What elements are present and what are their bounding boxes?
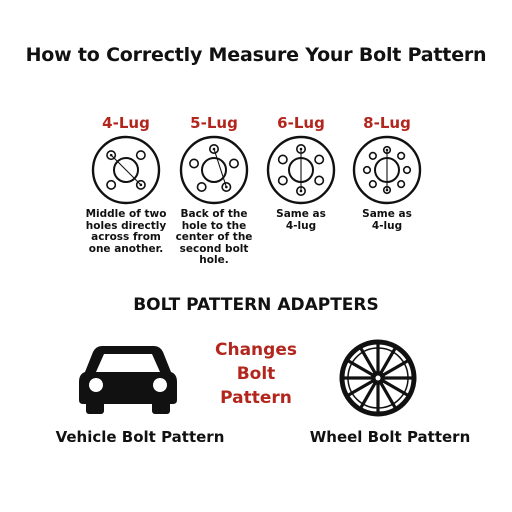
wheel-spoke bbox=[382, 379, 410, 397]
six-lug-diagram bbox=[266, 135, 336, 205]
bolt-hole bbox=[277, 154, 288, 165]
wagon-wheel-icon bbox=[339, 339, 417, 417]
wheel-spoke bbox=[382, 359, 410, 377]
wheel-spoke bbox=[379, 382, 397, 410]
bolt-hole bbox=[397, 180, 406, 189]
lug-label-4: 4-Lug bbox=[102, 114, 150, 132]
lug-label-5: 5-Lug bbox=[190, 114, 238, 132]
wheel-spoke bbox=[379, 346, 397, 374]
wheel-spoke bbox=[359, 382, 377, 410]
four-lug-diagram bbox=[91, 135, 161, 205]
center-bore bbox=[113, 157, 139, 183]
center-bore bbox=[201, 157, 227, 183]
bolt-hole bbox=[368, 151, 377, 160]
lug-label-6: 6-Lug bbox=[277, 114, 325, 132]
wheel-spoke bbox=[346, 359, 374, 377]
wheel-spoke bbox=[346, 379, 374, 397]
lug-label-8: 8-Lug bbox=[363, 114, 411, 132]
caption-5-lug: Back of the hole to the center of the se… bbox=[175, 208, 253, 266]
page-title: How to Correctly Measure Your Bolt Patte… bbox=[25, 44, 487, 66]
measure-line bbox=[213, 148, 227, 188]
measure-dot bbox=[212, 147, 216, 151]
bolt-hole bbox=[228, 158, 239, 169]
eight-lug-diagram bbox=[352, 135, 422, 205]
bolt-hole bbox=[402, 165, 412, 175]
measure-dot bbox=[139, 183, 143, 187]
measure-dot bbox=[299, 189, 303, 193]
bolt-hole bbox=[368, 180, 377, 189]
measure-dot bbox=[225, 185, 228, 189]
bolt-hole bbox=[135, 150, 146, 161]
bolt-hole bbox=[106, 179, 117, 190]
bolt-hole bbox=[314, 175, 325, 186]
five-lug-diagram bbox=[179, 135, 249, 205]
vehicle-bolt-pattern-label: Vehicle Bolt Pattern bbox=[55, 428, 225, 446]
measure-line bbox=[110, 154, 142, 186]
caption-8-lug: Same as 4-lug bbox=[362, 208, 412, 232]
bolt-hole bbox=[189, 158, 200, 169]
caption-6-lug: Same as 4-lug bbox=[276, 208, 326, 232]
caption-4-lug: Middle of two holes directly across from… bbox=[85, 208, 167, 255]
adapters-heading: BOLT PATTERN ADAPTERS bbox=[133, 295, 379, 315]
measure-dot bbox=[299, 147, 303, 151]
bolt-hole bbox=[277, 175, 288, 186]
bolt-hole bbox=[196, 181, 207, 192]
wheel-bolt-pattern-label: Wheel Bolt Pattern bbox=[309, 428, 471, 446]
bolt-hole bbox=[362, 165, 372, 175]
car-icon bbox=[79, 346, 177, 414]
bolt-hole bbox=[397, 151, 406, 160]
measure-dot bbox=[385, 188, 389, 192]
changes-bolt-pattern-text: Changes Bolt Pattern bbox=[215, 340, 297, 408]
wheel-spoke bbox=[359, 346, 377, 374]
bolt-hole bbox=[314, 154, 325, 165]
measure-dot bbox=[109, 153, 113, 157]
measure-dot bbox=[385, 148, 389, 152]
